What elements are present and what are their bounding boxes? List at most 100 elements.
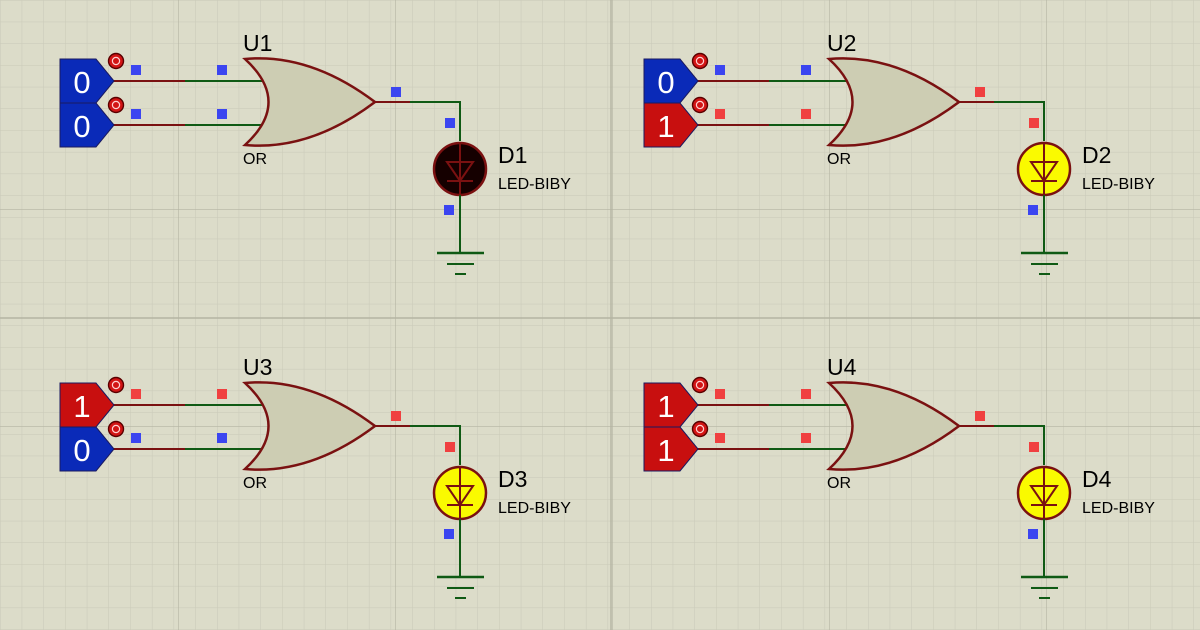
pin-marker xyxy=(975,411,985,421)
logic-state-value: 1 xyxy=(657,389,674,424)
pin-marker xyxy=(715,389,725,399)
logic-state-body[interactable] xyxy=(59,58,115,104)
pin-marker xyxy=(715,109,725,119)
gate-ref-label: U4 xyxy=(827,354,857,380)
logic-state-body[interactable] xyxy=(643,426,699,472)
toggle-icon[interactable] xyxy=(691,96,709,114)
toggle-icon[interactable] xyxy=(107,52,125,70)
pin-marker xyxy=(1028,205,1038,215)
logic-state-2[interactable]: 1 xyxy=(643,420,709,472)
pin-marker xyxy=(217,433,227,443)
gate-ref-label: U3 xyxy=(243,354,272,380)
pin-marker xyxy=(444,529,454,539)
led-d1[interactable] xyxy=(432,141,488,197)
led-part-label: LED-BIBY xyxy=(498,500,571,517)
ground-icon xyxy=(437,575,484,599)
toggle-icon[interactable] xyxy=(107,96,125,114)
toggle-icon-ring xyxy=(111,424,121,434)
ground-icon xyxy=(437,251,484,275)
logic-state-body[interactable] xyxy=(643,58,699,104)
or-gate-body[interactable] xyxy=(242,57,378,147)
logic-state-2[interactable]: 0 xyxy=(59,420,125,472)
logic-state-1[interactable]: 0 xyxy=(643,52,709,104)
or-gate-body[interactable] xyxy=(826,57,962,147)
pin-marker xyxy=(391,87,401,97)
toggle-icon[interactable] xyxy=(107,376,125,394)
pin-marker xyxy=(391,411,401,421)
logic-state-value: 1 xyxy=(657,433,674,468)
toggle-icon-ring xyxy=(111,380,121,390)
gate-ref-label: U1 xyxy=(243,30,272,56)
diode-triangle xyxy=(1029,485,1059,507)
or-gate-body[interactable] xyxy=(826,381,962,471)
led-part-label: LED-BIBY xyxy=(1082,176,1155,193)
gate-type-label: OR xyxy=(827,475,851,492)
toggle-icon[interactable] xyxy=(691,420,709,438)
logic-state-body[interactable] xyxy=(643,102,699,148)
logic-state-body[interactable] xyxy=(643,382,699,428)
output-wire xyxy=(994,101,1045,141)
pin-marker xyxy=(975,87,985,97)
pin-marker xyxy=(715,65,725,75)
logic-state-2[interactable]: 0 xyxy=(59,96,125,148)
logic-state-value: 0 xyxy=(657,65,674,100)
logic-state-body[interactable] xyxy=(59,426,115,472)
logic-state-1[interactable]: 1 xyxy=(59,376,125,428)
gate-type-label: OR xyxy=(827,151,851,168)
gate-type-label: OR xyxy=(243,151,267,168)
logic-state-value: 1 xyxy=(73,389,90,424)
gate-type-label: OR xyxy=(243,475,267,492)
pin-marker xyxy=(715,433,725,443)
output-wire xyxy=(410,425,461,465)
toggle-icon-ring xyxy=(695,380,705,390)
toggle-icon-ring xyxy=(695,424,705,434)
pin-marker xyxy=(131,433,141,443)
toggle-icon-ring xyxy=(695,56,705,66)
logic-state-1[interactable]: 0 xyxy=(59,52,125,104)
logic-state-value: 0 xyxy=(73,433,90,468)
led-ref-label: D3 xyxy=(498,466,527,492)
logic-state-value: 1 xyxy=(657,109,674,144)
ground-icon xyxy=(1021,251,1068,275)
toggle-icon-ring xyxy=(111,100,121,110)
led-d3[interactable] xyxy=(432,465,488,521)
logic-state-body[interactable] xyxy=(59,382,115,428)
pin-marker xyxy=(217,389,227,399)
led-part-label: LED-BIBY xyxy=(1082,500,1155,517)
logic-state-body[interactable] xyxy=(59,102,115,148)
pin-marker xyxy=(801,109,811,119)
led-d2[interactable] xyxy=(1016,141,1072,197)
logic-state-value: 0 xyxy=(73,65,90,100)
output-wire xyxy=(410,101,461,141)
pin-marker xyxy=(131,389,141,399)
pin-marker xyxy=(131,65,141,75)
toggle-icon[interactable] xyxy=(691,52,709,70)
led-ref-label: D2 xyxy=(1082,142,1111,168)
led-ref-label: D1 xyxy=(498,142,527,168)
pin-marker xyxy=(1029,118,1039,128)
pin-marker xyxy=(445,442,455,452)
toggle-icon[interactable] xyxy=(107,420,125,438)
pin-marker xyxy=(801,65,811,75)
diode-triangle xyxy=(445,161,475,183)
toggle-icon[interactable] xyxy=(691,376,709,394)
output-wire xyxy=(994,425,1045,465)
pin-marker xyxy=(1029,442,1039,452)
pin-marker xyxy=(131,109,141,119)
toggle-icon-ring xyxy=(111,56,121,66)
or-gate-body[interactable] xyxy=(242,381,378,471)
toggle-icon-ring xyxy=(695,100,705,110)
led-d4[interactable] xyxy=(1016,465,1072,521)
logic-state-1[interactable]: 1 xyxy=(643,376,709,428)
led-ref-label: D4 xyxy=(1082,466,1112,492)
logic-state-2[interactable]: 1 xyxy=(643,96,709,148)
pin-marker xyxy=(801,433,811,443)
ground-icon xyxy=(1021,575,1068,599)
